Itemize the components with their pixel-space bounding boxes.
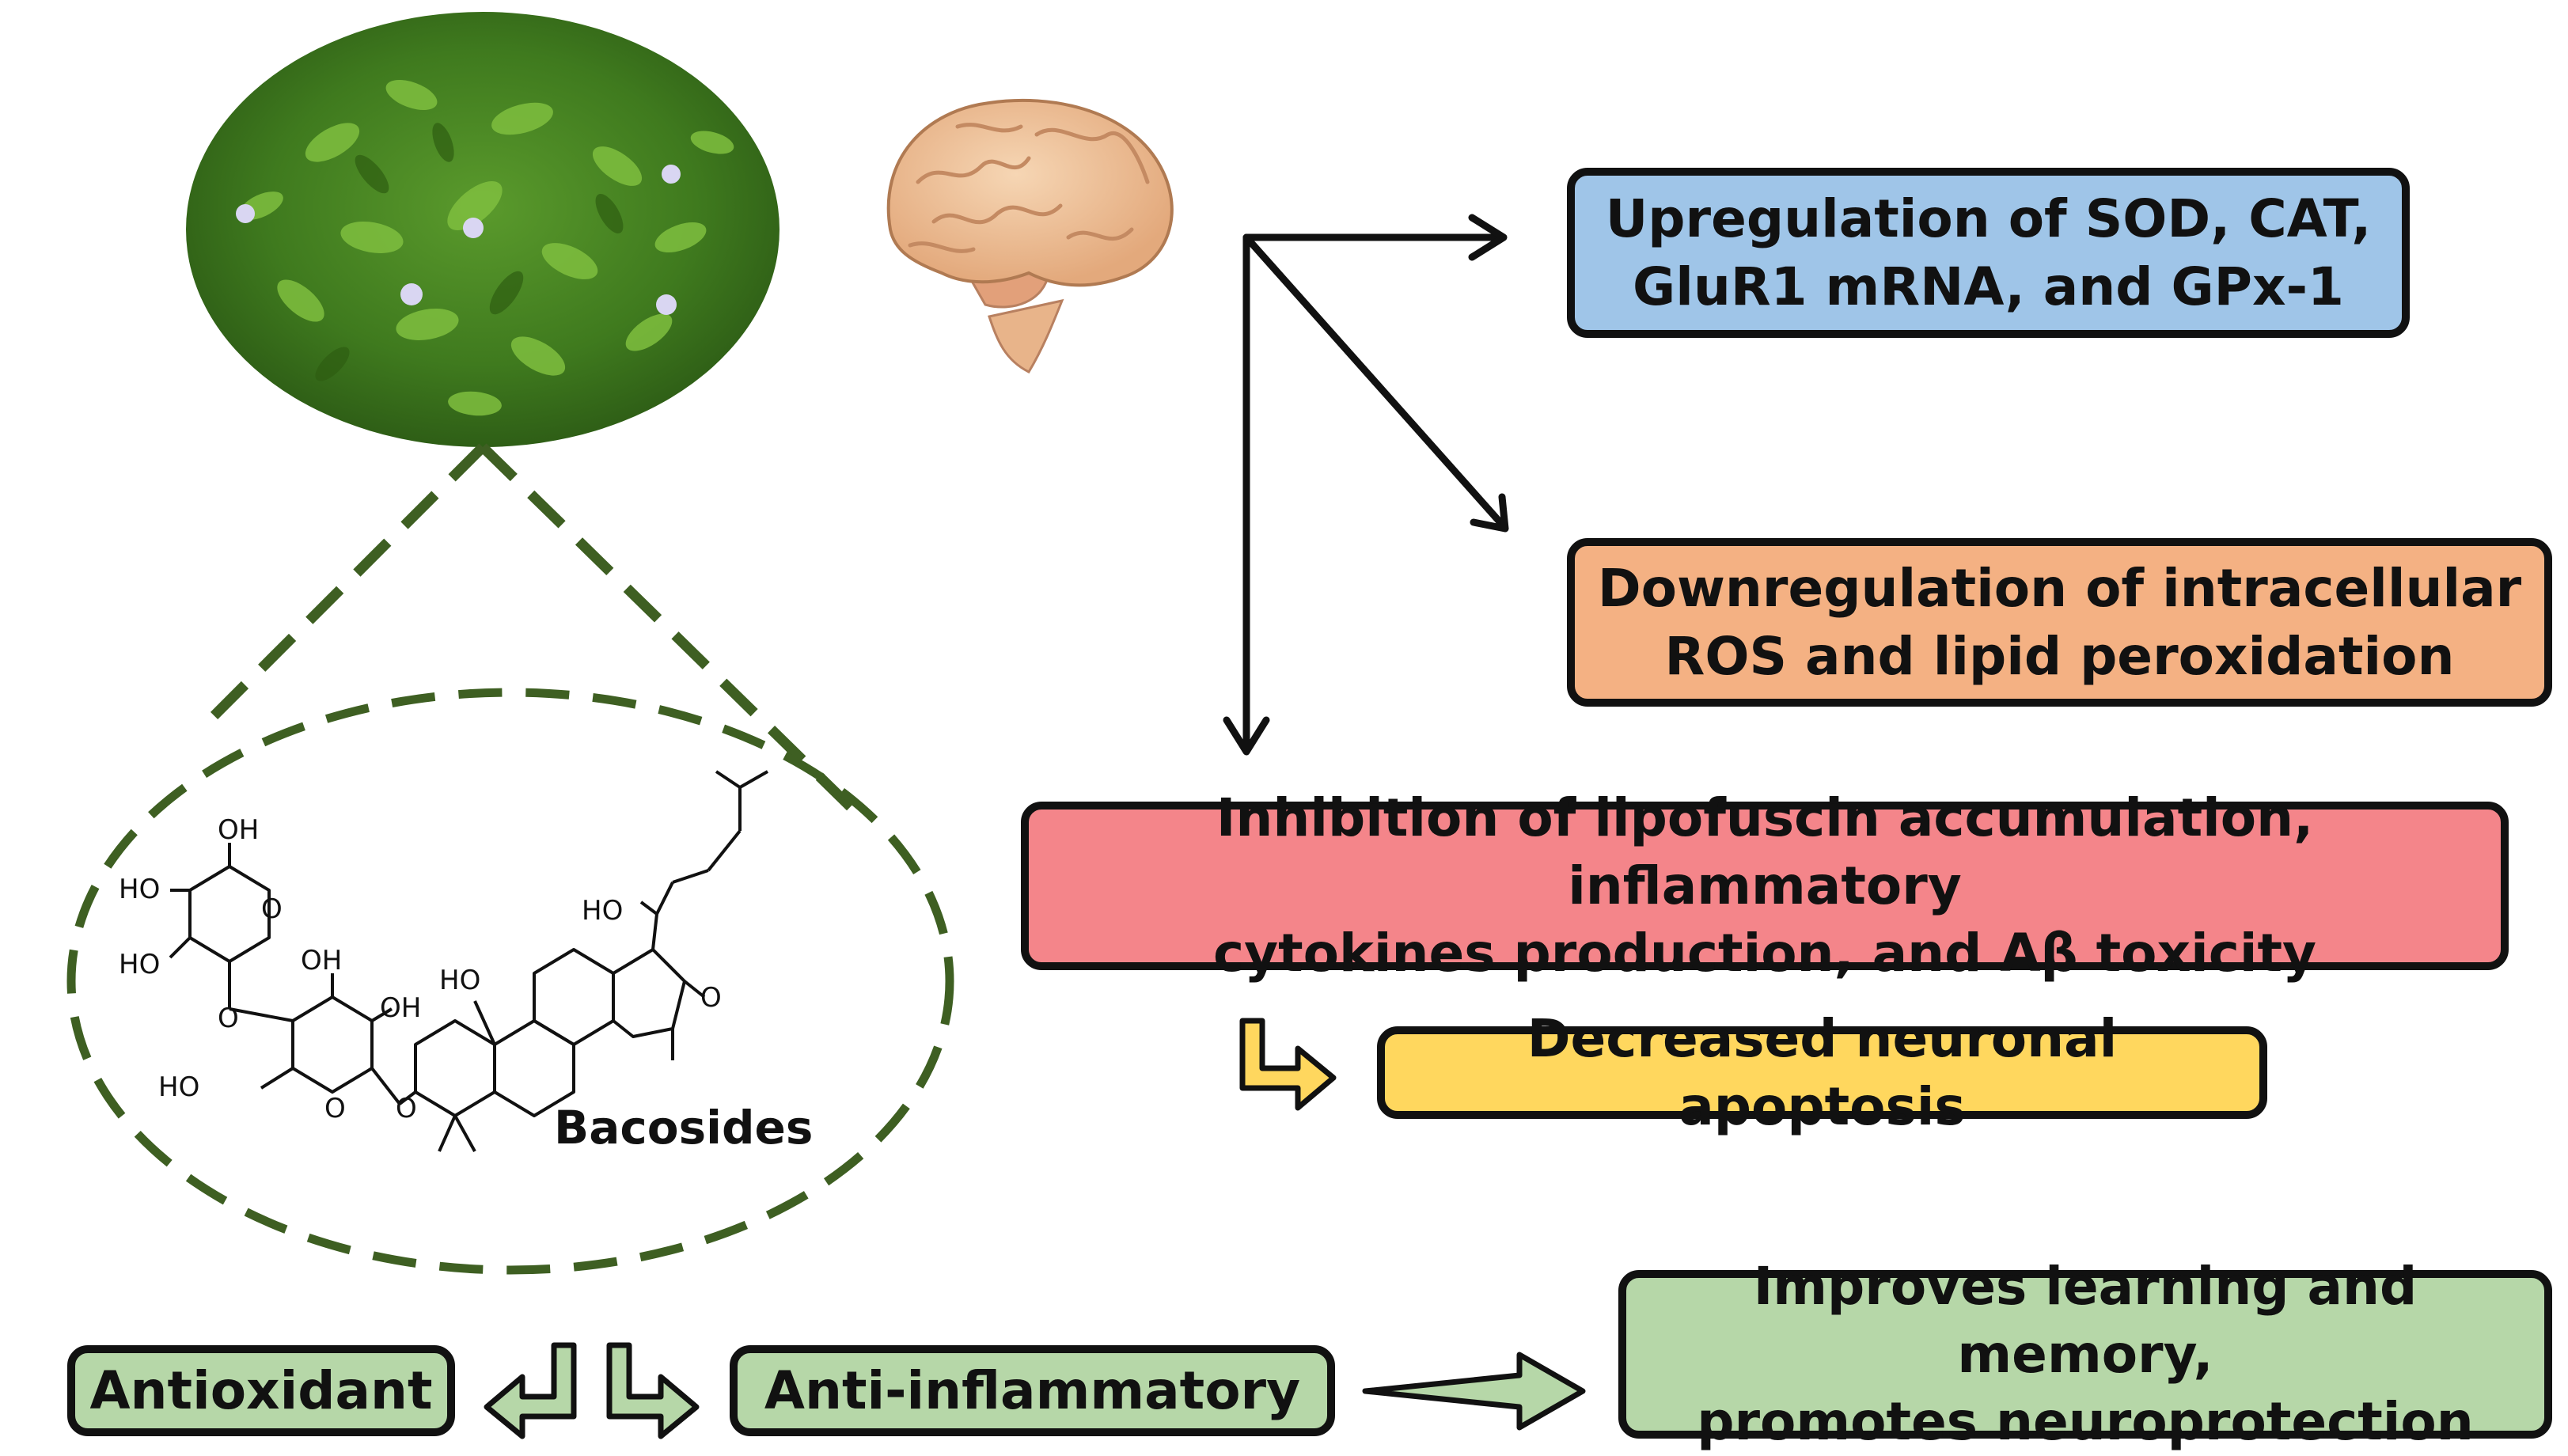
atom-label-o: O	[396, 1093, 417, 1124]
atom-label-ho: HO	[119, 949, 160, 980]
atom-label-ho: HO	[439, 965, 480, 996]
compound-name-label: Bacosides	[554, 1101, 813, 1155]
upregulation-box: Upregulation of SOD, CAT, GluR1 mRNA, an…	[1567, 168, 2410, 338]
atom-label-oh: OH	[301, 945, 342, 976]
atom-label-o: O	[218, 1003, 239, 1034]
atom-label-ho: HO	[158, 1071, 199, 1103]
inhibition-box: Inhibition of lipofuscin accumulation, i…	[1021, 787, 2509, 984]
downregulation-box: Downregulation of intracellular ROS and …	[1567, 538, 2552, 707]
anti-inflammatory-box: Anti-inflammatory	[730, 1345, 1335, 1436]
bacoside-structure	[169, 770, 768, 1152]
compound-callout-ellipse	[66, 688, 954, 1275]
upregulation-line-1: Upregulation of SOD, CAT,	[1605, 188, 2372, 249]
antioxidant-label: Antioxidant	[89, 1359, 433, 1421]
atom-label-o: O	[324, 1093, 346, 1124]
inhibition-line-2: cytokines production, and Aβ toxicity	[1212, 923, 2317, 984]
inhibition-line-1: Inhibition of lipofuscin accumulation, i…	[1216, 787, 2314, 916]
improves-line-2: promotes neuroprotection	[1697, 1391, 2474, 1453]
atom-label-o: O	[261, 893, 283, 925]
brain-arrows	[1223, 214, 1509, 756]
hook-arrow-to-antioxidant	[484, 1342, 577, 1439]
hook-arrow-to-anti-inflammatory	[606, 1342, 700, 1439]
hook-arrow-to-apoptosis	[1239, 1018, 1337, 1111]
antioxidant-box: Antioxidant	[67, 1345, 455, 1436]
atom-label-ho: HO	[582, 895, 623, 927]
wide-arrow-to-improves	[1362, 1352, 1586, 1431]
bacopa-plant-image	[186, 12, 780, 447]
anti-inflammatory-label: Anti-inflammatory	[764, 1359, 1301, 1421]
downregulation-line-2: ROS and lipid peroxidation	[1664, 625, 2455, 687]
zoom-connector	[210, 443, 855, 811]
improves-line-1: Improves learning and memory,	[1753, 1255, 2418, 1385]
apoptosis-label: Decreased neuronal apoptosis	[1527, 1007, 2118, 1137]
atom-label-oh: OH	[380, 992, 421, 1024]
brain-illustration	[886, 98, 1174, 373]
improves-box: Improves learning and memory, promotes n…	[1618, 1256, 2552, 1452]
apoptosis-box: Decreased neuronal apoptosis	[1377, 1008, 2267, 1137]
structure-atom-labels: OH HO HO OH OH HO O O O O HO HO O	[119, 814, 722, 1124]
atom-label-oh: OH	[218, 814, 259, 846]
atom-label-ho: HO	[119, 874, 160, 905]
downregulation-line-1: Downregulation of intracellular	[1597, 557, 2522, 619]
upregulation-line-2: GluR1 mRNA, and GPx-1	[1633, 256, 2344, 317]
atom-label-o: O	[700, 982, 722, 1014]
